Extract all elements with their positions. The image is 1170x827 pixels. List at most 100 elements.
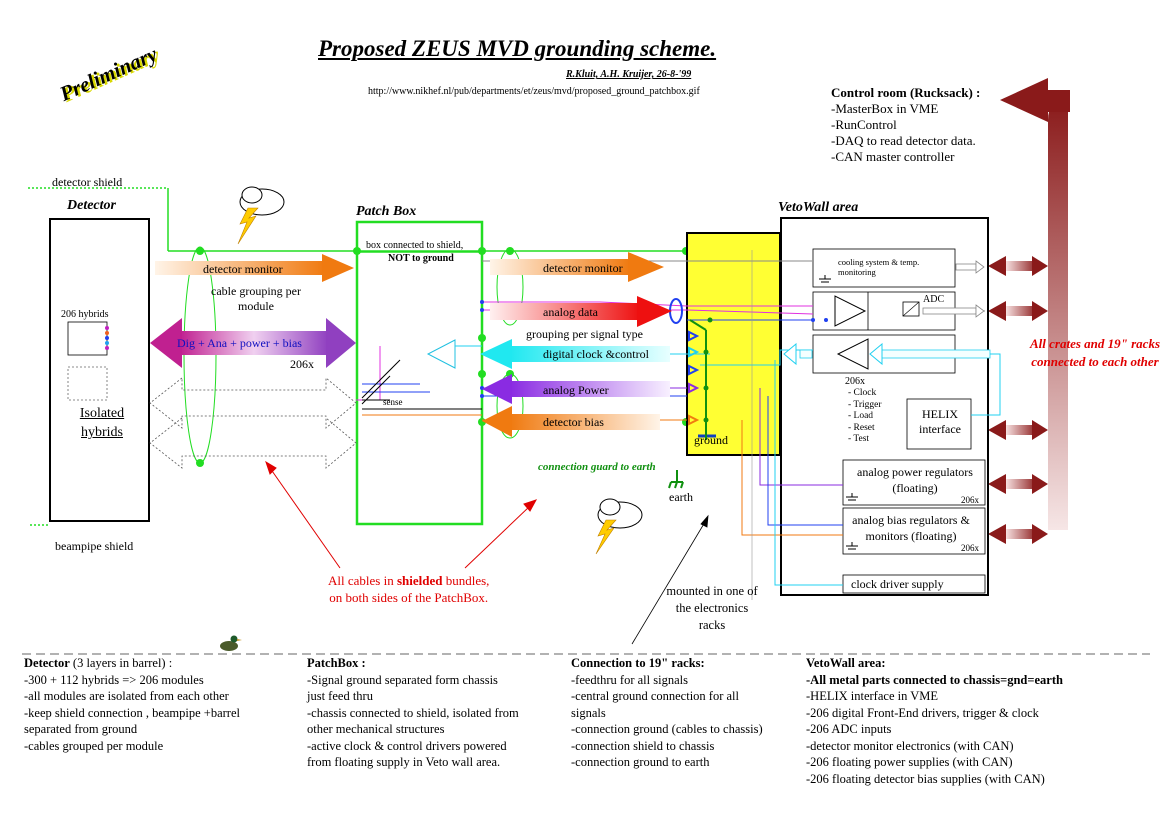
signal-analog-data: analog data bbox=[543, 305, 598, 319]
notes-line: from floating supply in Veto wall area. bbox=[307, 755, 501, 769]
cooling-label: cooling system & temp. monitoring bbox=[838, 257, 920, 277]
cables-pointer-arrows bbox=[265, 460, 538, 569]
cooling-box bbox=[812, 248, 956, 288]
hybrid-connector bbox=[105, 326, 109, 350]
hybrid-module bbox=[67, 321, 108, 356]
notes-line: -connection ground to earth bbox=[571, 755, 710, 769]
notes-line: -206 ADC inputs bbox=[806, 722, 892, 736]
signal-junctions bbox=[480, 300, 828, 423]
earth-label: earth bbox=[669, 490, 693, 504]
isolated-hybrids-label: Isolated hybrids bbox=[79, 406, 125, 440]
bundle-label: Dig + Ana + power + bias bbox=[177, 336, 302, 350]
notes-line: -206 floating detector bias supplies (wi… bbox=[806, 771, 1045, 786]
arrow-detector-bias bbox=[482, 406, 660, 437]
grouping-label: grouping per signal type bbox=[526, 327, 643, 341]
mounted-note: mounted in one of the electronics racks bbox=[666, 584, 758, 632]
power-regulators-label: analog power regulators (floating) bbox=[857, 465, 973, 495]
cables-note-line2: on both sides of the PatchBox. bbox=[329, 590, 489, 605]
driver-signal: - Reset bbox=[848, 422, 875, 433]
notes-line: -Signal ground separated form chassis bbox=[307, 672, 498, 687]
notes-line: -detector monitor electronics (with CAN) bbox=[806, 738, 1014, 753]
arrow-helix-clock bbox=[783, 342, 991, 366]
control-room-item: -DAQ to read detector data. bbox=[831, 133, 976, 148]
adc-amplifier-symbol bbox=[834, 295, 867, 327]
crate-link-arrows bbox=[988, 256, 1048, 544]
ground-label: ground bbox=[694, 433, 728, 447]
notes-line: other mechanical structures bbox=[307, 722, 445, 736]
notes-connection: Connection to 19" racks: -feedthru for a… bbox=[571, 655, 763, 771]
signal-detector-monitor: detector monitor bbox=[543, 261, 623, 275]
control-room-item: -RunControl bbox=[831, 117, 897, 132]
bundle-outlines bbox=[149, 377, 357, 469]
arrow-analog-data bbox=[490, 296, 672, 327]
notes-line: -206 floating power supplies (with CAN) bbox=[806, 755, 1013, 769]
notes-vetowall: VetoWall area: -All metal parts connecte… bbox=[806, 655, 1063, 787]
notes-connection-heading: Connection to 19" racks: bbox=[571, 656, 705, 670]
detector-title: Detector bbox=[67, 198, 116, 213]
notes-line: signals bbox=[571, 705, 606, 720]
notes-vetowall-heading: VetoWall area: bbox=[806, 656, 886, 670]
notes-line: -206 digital Front-End drivers, trigger … bbox=[806, 705, 1039, 720]
notes-line: -HELIX interface in VME bbox=[806, 689, 939, 703]
detector-shield-lines bbox=[28, 187, 688, 526]
notes-detector-heading-rest: (3 layers in barrel) : bbox=[69, 656, 173, 670]
signal-detector-bias: detector bias bbox=[543, 415, 604, 429]
hybrid-module-placeholder bbox=[67, 366, 108, 401]
bundle-count: 206x bbox=[290, 357, 314, 371]
rack-connection-panel bbox=[686, 232, 781, 456]
signal-digital-clock: digital clock &control bbox=[543, 347, 649, 361]
notes-patchbox-heading: PatchBox : bbox=[307, 656, 366, 670]
notes-line: -All metal parts connected to chassis=gn… bbox=[806, 672, 1063, 687]
control-room-item: -MasterBox in VME bbox=[831, 101, 939, 116]
helix-label: HELIX interface bbox=[919, 407, 961, 436]
clock-driver-box bbox=[842, 574, 986, 594]
driver-amplifier-symbol bbox=[836, 338, 869, 370]
notes-line: -cables grouped per module bbox=[24, 738, 164, 753]
arrow-hybrid-bundle bbox=[150, 318, 356, 368]
driver-signal: - Trigger bbox=[848, 399, 882, 410]
authors-line: R.Kluit, A.H. Kruijer, 26-8-'99 bbox=[566, 69, 692, 80]
helix-box bbox=[906, 398, 972, 450]
lightning-icon bbox=[595, 498, 643, 555]
cables-note-suffix: bundles, bbox=[442, 573, 490, 588]
notes-line: -connection shield to chassis bbox=[571, 738, 715, 753]
beampipe-shield-label: beampipe shield bbox=[55, 539, 134, 553]
patchbox-note-line1: box connected to shield, bbox=[366, 240, 464, 251]
notes-line: -active clock & control drivers powered bbox=[307, 738, 507, 753]
signal-analog-power: analog Power bbox=[543, 383, 609, 397]
driver-signal: - Load bbox=[848, 411, 874, 421]
notes-line: separated from ground bbox=[24, 722, 138, 736]
guard-label: connection guard to earth bbox=[538, 461, 656, 473]
page-title: Proposed ZEUS MVD grounding scheme. bbox=[318, 36, 717, 61]
source-url: http://www.nikhef.nl/pub/departments/et/… bbox=[368, 86, 700, 97]
patchbox-frame bbox=[355, 220, 484, 526]
bias-regulators-count: 206x bbox=[961, 543, 979, 553]
notes-detector: Detector (3 layers in barrel) : -300 + 1… bbox=[24, 655, 240, 754]
arrow-out-right bbox=[922, 260, 985, 318]
driver-signal: - Test bbox=[848, 434, 870, 444]
arrow-digital-clock bbox=[480, 339, 670, 369]
control-room-heading: Control room (Rucksack) : bbox=[831, 85, 981, 100]
notes-line: -connection ground (cables to chassis) bbox=[571, 722, 763, 736]
crates-note: All crates and 19" racks connected to ea… bbox=[1030, 336, 1160, 369]
arrow-detector-monitor-left bbox=[155, 254, 354, 282]
vetowall-title: VetoWall area bbox=[778, 200, 859, 215]
notes-line: just feed thru bbox=[307, 689, 373, 703]
hybrids-label: 206 hybrids bbox=[61, 309, 109, 320]
earth-symbol bbox=[668, 470, 684, 489]
detector-monitor-label-left: detector monitor bbox=[203, 262, 283, 276]
control-room-panel: Control room (Rucksack) : -MasterBox in … bbox=[831, 85, 980, 165]
power-regulators-box bbox=[842, 459, 986, 506]
notes-line: -central ground connection for all bbox=[571, 689, 739, 703]
notes-detector-heading: Detector bbox=[24, 656, 70, 670]
patchbox-title: Patch Box bbox=[356, 204, 417, 219]
patchbox-driver-symbol bbox=[426, 339, 456, 369]
control-room-item: -CAN master controller bbox=[831, 149, 955, 164]
cable-grouping-label: cable grouping per module bbox=[211, 284, 301, 313]
cables-note-prefix: All cables in bbox=[328, 573, 397, 588]
bias-regulators-box bbox=[842, 507, 986, 555]
notes-patchbox: PatchBox : -Signal ground separated form… bbox=[307, 655, 519, 771]
cables-note-shielded: shielded bbox=[396, 573, 443, 588]
arrow-detector-monitor-right bbox=[490, 252, 664, 282]
